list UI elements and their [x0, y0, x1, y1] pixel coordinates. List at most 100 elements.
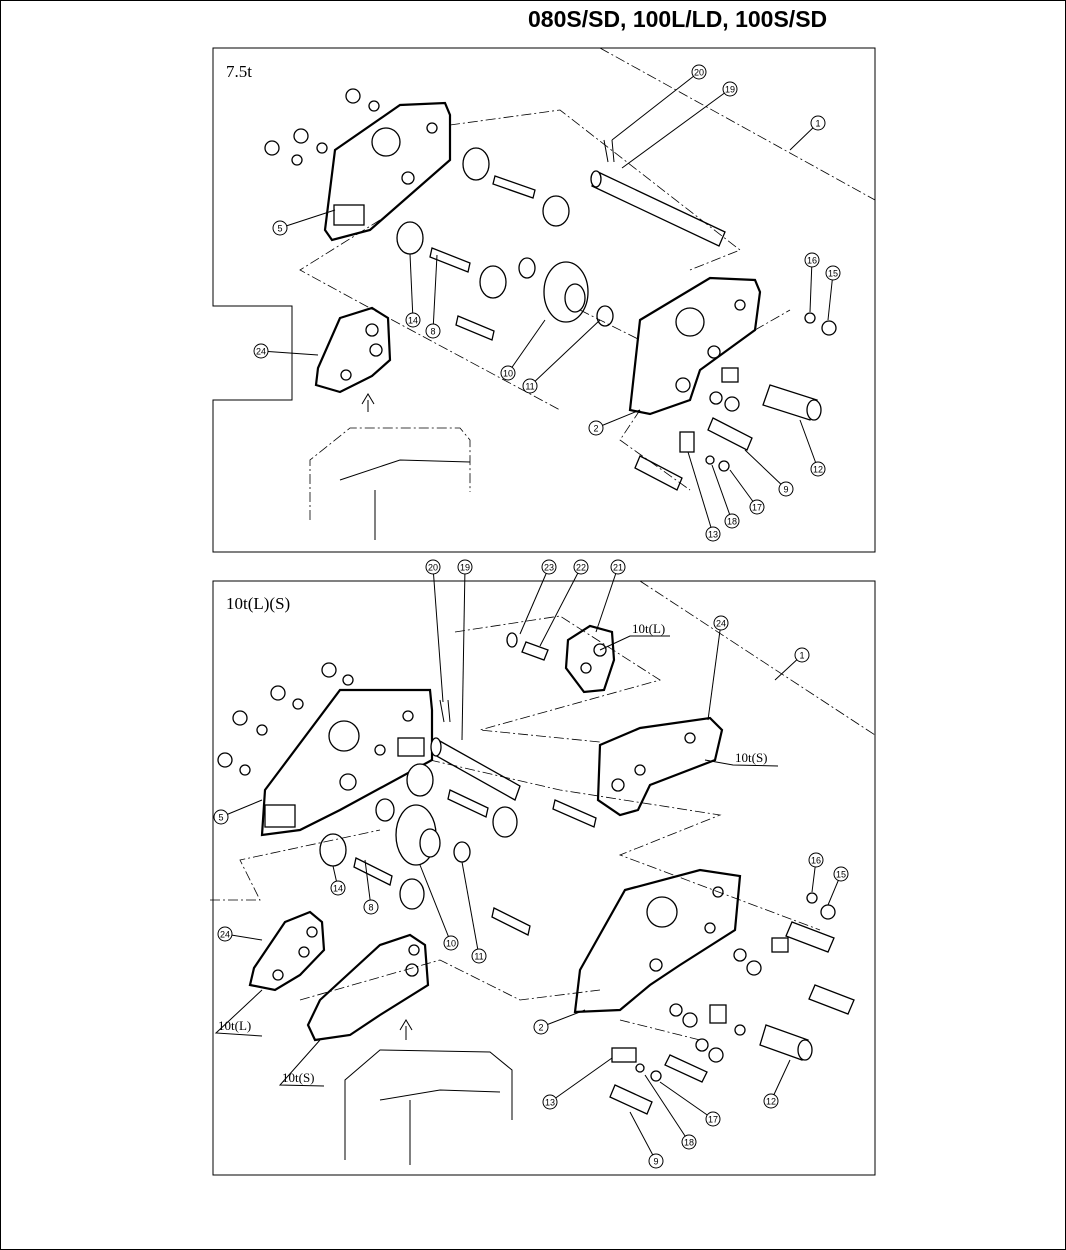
- split-pin-20: [603, 139, 615, 163]
- pin: [664, 1054, 708, 1083]
- panel-label: 7.5t: [226, 62, 252, 81]
- callout-number: 16: [807, 256, 817, 266]
- callout-14: 14: [330, 865, 346, 896]
- variant-label: 10t(L): [214, 989, 263, 1037]
- pin-9: [609, 1084, 653, 1115]
- variant-label: 10t(S): [704, 750, 779, 767]
- callout-20: 20: [425, 559, 444, 703]
- callout-22: 22: [539, 559, 589, 647]
- variant-label-text: 10t(S): [735, 750, 768, 765]
- stopper-block: [333, 204, 365, 226]
- callout-13: 13: [687, 451, 721, 542]
- stopper-block: [397, 737, 425, 757]
- callout-number: 2: [538, 1023, 543, 1033]
- callout-number: 13: [545, 1098, 555, 1108]
- variant-label-text: 10t(L): [632, 621, 665, 636]
- callout-23: 23: [519, 559, 557, 635]
- bolt-17: [718, 460, 730, 472]
- callout-9: 9: [629, 1111, 664, 1169]
- callout-1: 1: [774, 647, 810, 681]
- pin: [785, 921, 835, 953]
- callout-5: 5: [272, 209, 336, 236]
- callout-21: 21: [595, 559, 626, 633]
- variant-label-text: 10t(L): [218, 1018, 251, 1033]
- nut-15: [821, 320, 837, 336]
- callout-number: 22: [576, 563, 586, 573]
- roller-shaft: [447, 789, 489, 818]
- roller-shaft-8: [353, 857, 393, 886]
- roller-14: [319, 833, 347, 867]
- snap-ring-11: [518, 257, 536, 279]
- callout-number: 15: [828, 269, 838, 279]
- roller-14: [406, 763, 434, 797]
- callout-number: 12: [813, 465, 823, 475]
- panel-7-5t: 7.5t: [212, 47, 876, 553]
- callout-number: 9: [653, 1157, 658, 1167]
- left-side-plate: [260, 688, 434, 837]
- roller-shaft: [491, 907, 531, 936]
- guide-lines: [299, 47, 876, 491]
- plate-10t-s: [306, 933, 430, 1042]
- roller-14: [479, 265, 507, 299]
- callout-number: 5: [277, 224, 282, 234]
- plate-hole: [328, 720, 360, 752]
- plate-hole: [734, 299, 746, 311]
- callout-number: 12: [766, 1097, 776, 1107]
- callout-number: 18: [684, 1138, 694, 1148]
- roller-14: [396, 221, 424, 255]
- plate-hole: [401, 171, 415, 185]
- callout-24: 24: [253, 343, 319, 359]
- pin-22: [521, 641, 549, 661]
- callout-2: 2: [588, 409, 641, 436]
- pin: [634, 455, 683, 491]
- guide-lines: [210, 580, 876, 1041]
- plate-21: [564, 624, 616, 694]
- washer-18: [635, 1063, 645, 1073]
- panel-border: [212, 580, 876, 1176]
- callout-number: 24: [220, 930, 230, 940]
- callout-number: 16: [811, 856, 821, 866]
- callout-19: 19: [457, 559, 473, 741]
- callout-number: 1: [815, 119, 820, 129]
- stopper-plate-13: [611, 1047, 637, 1063]
- callout-1: 1: [789, 115, 826, 151]
- callout-20: 20: [611, 64, 707, 141]
- plate-hole: [707, 345, 721, 359]
- callout-number: 19: [725, 85, 735, 95]
- mast-outline: [379, 1089, 501, 1165]
- callout-number: 20: [694, 68, 704, 78]
- stopper-plate: [721, 367, 739, 383]
- callout-number: 19: [460, 563, 470, 573]
- roller-shaft: [455, 315, 495, 341]
- callout-number: 15: [836, 870, 846, 880]
- roller: [399, 878, 425, 910]
- callout-12: 12: [799, 419, 826, 477]
- roller: [492, 806, 518, 838]
- nut-washer-group: [217, 662, 354, 776]
- page-title: 080S/SD, 100L/LD, 100S/SD: [528, 6, 828, 32]
- washer: [709, 391, 723, 405]
- washer-18: [705, 455, 715, 465]
- panel-label: 10t(L)(S): [226, 594, 290, 613]
- center-plate-24: [248, 910, 326, 992]
- callout-12: 12: [763, 1059, 791, 1109]
- callout-number: 14: [333, 884, 343, 894]
- callout-16: 16: [804, 252, 820, 313]
- mast-outline: [344, 1049, 513, 1160]
- callout-number: 23: [544, 563, 554, 573]
- callout-15: 15: [825, 265, 841, 321]
- variant-label-text: 10t(S): [282, 1070, 315, 1085]
- callout-9: 9: [744, 449, 794, 497]
- pin: [808, 984, 855, 1015]
- washer-16: [806, 892, 818, 904]
- plate-hole: [675, 307, 705, 337]
- callout-number: 11: [525, 382, 534, 392]
- callout-24: 24: [707, 615, 729, 721]
- mast-outline: [309, 427, 471, 520]
- roller-shaft: [552, 799, 597, 828]
- callout-19: 19: [621, 81, 738, 169]
- right-side-plate: [628, 276, 762, 416]
- plate-nut: [675, 377, 691, 393]
